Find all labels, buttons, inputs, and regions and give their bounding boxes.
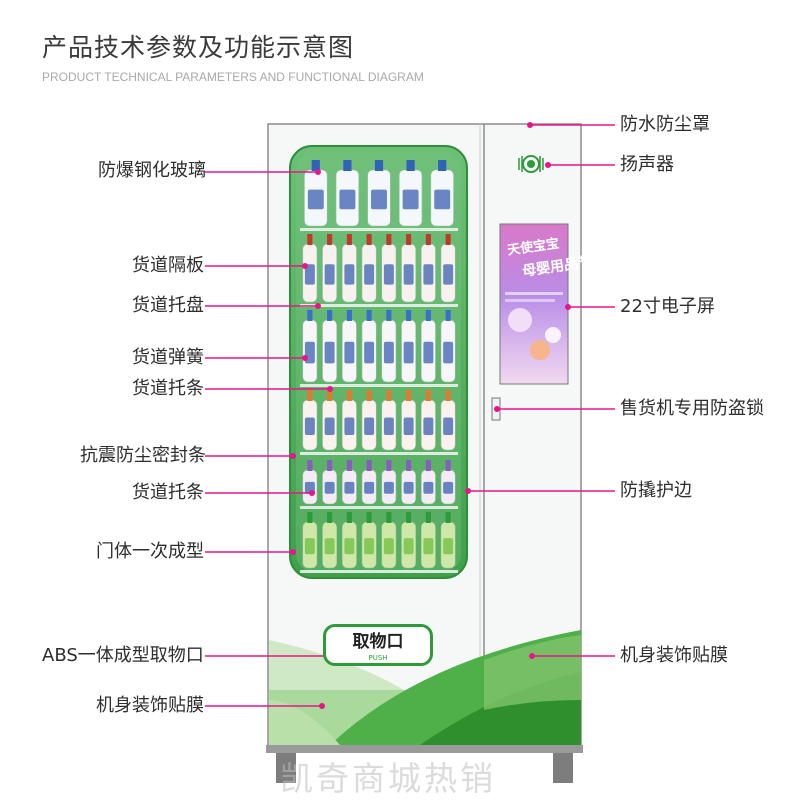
product-bottle <box>420 512 436 569</box>
product-bottle <box>302 234 318 303</box>
product-items <box>302 160 456 569</box>
leader-dot <box>527 122 533 128</box>
page-title: 产品技术参数及功能示意图 <box>42 33 355 62</box>
product-bottle <box>341 390 357 451</box>
leader-dot <box>315 303 321 309</box>
page-subtitle: PRODUCT TECHNICAL PARAMETERS AND FUNCTIO… <box>42 70 424 84</box>
glass-inner <box>296 152 461 572</box>
label-anti-theft-lock: 售货机专用防盗锁 <box>620 398 764 419</box>
label-one-piece-door: 门体一次成型 <box>96 541 204 562</box>
shelf-tray <box>300 452 458 455</box>
leader-dot <box>529 653 535 659</box>
label-speaker: 扬声器 <box>620 154 674 175</box>
pickup-port-label: 取物口 <box>352 632 404 652</box>
leader-dot <box>465 488 471 494</box>
leader-dot <box>319 703 325 709</box>
product-bottle <box>302 390 318 451</box>
product-bottle <box>322 234 338 303</box>
label-explosion-proof-glass: 防爆钢化玻璃 <box>98 160 206 181</box>
product-bottle <box>440 460 456 505</box>
leader-dot <box>302 355 308 361</box>
watermark: 凯奇商城热销 <box>280 759 496 798</box>
product-bottle <box>322 390 338 451</box>
leader-dot <box>290 549 296 555</box>
product-bottle <box>302 512 318 569</box>
pickup-port-sublabel: PUSH <box>368 654 388 662</box>
leader-lines <box>205 122 615 709</box>
product-bottle <box>420 234 436 303</box>
shelf-tray <box>300 506 458 509</box>
product-bottle <box>341 234 357 303</box>
product-bottle <box>322 512 338 569</box>
label-screen: 22寸电子屏 <box>620 296 715 317</box>
leader-dot <box>327 386 333 392</box>
label-decorative-film-right: 机身装饰贴膜 <box>620 645 728 666</box>
shelf-tray <box>300 228 458 231</box>
label-decorative-film-left: 机身装饰贴膜 <box>96 695 204 716</box>
product-bottle <box>401 460 417 505</box>
product-bottle <box>341 310 357 383</box>
label-aisle-support-strip-2: 货道托条 <box>132 482 204 503</box>
product-bottle <box>361 234 377 303</box>
product-bottle <box>440 234 456 303</box>
pickup-port: 取物口 PUSH <box>323 624 433 666</box>
label-aisle-spring: 货道弹簧 <box>132 347 204 368</box>
product-bottle <box>302 310 318 383</box>
leader-dot <box>494 406 500 412</box>
product-bottle <box>381 234 397 303</box>
product-bottle <box>381 512 397 569</box>
leader-dot <box>290 453 296 459</box>
product-bottle <box>420 310 436 383</box>
label-aisle-tray: 货道托盘 <box>132 295 204 316</box>
product-bottle <box>401 234 417 303</box>
product-bottle <box>401 310 417 383</box>
product-bottle <box>401 390 417 451</box>
leader-dot <box>302 263 308 269</box>
leader-dot <box>309 490 315 496</box>
label-aisle-divider: 货道隔板 <box>132 255 204 276</box>
product-bottle <box>381 460 397 505</box>
product-bottle <box>341 512 357 569</box>
product-bottle <box>361 460 377 505</box>
machine-base <box>266 745 583 783</box>
shelf-tray <box>300 570 458 573</box>
product-bottle <box>440 310 456 383</box>
label-aisle-support-strip: 货道托条 <box>132 378 204 399</box>
product-bottle <box>381 310 397 383</box>
product-bottle <box>322 310 338 383</box>
shelf-rows <box>300 228 458 573</box>
product-bottle <box>401 512 417 569</box>
product-bottle <box>361 310 377 383</box>
product-bottle <box>398 160 423 227</box>
product-bottle <box>381 390 397 451</box>
product-bottle <box>440 512 456 569</box>
product-bottle <box>430 160 454 227</box>
shelf-tray <box>300 304 458 307</box>
product-bottle <box>420 460 436 505</box>
shelf-tray <box>300 384 458 387</box>
product-bottle <box>361 512 377 569</box>
speaker-icon <box>518 155 544 173</box>
product-bottle <box>367 160 391 227</box>
product-bottle <box>361 390 377 451</box>
label-dust-cover: 防水防尘罩 <box>620 114 710 135</box>
leader-dot <box>545 162 551 168</box>
label-abs-pickup-port: ABS一体成型取物口 <box>42 645 204 666</box>
leader-dot <box>565 304 571 310</box>
label-anti-pry-edge: 防撬护边 <box>620 480 692 501</box>
product-bottle <box>304 160 328 227</box>
product-bottle <box>322 460 338 505</box>
product-bottle <box>341 460 357 505</box>
product-bottle <box>420 390 436 451</box>
electronic-screen <box>499 223 569 385</box>
product-bottle <box>440 390 456 451</box>
label-seal-strip: 抗震防尘密封条 <box>80 445 206 466</box>
leader-dot <box>315 169 321 175</box>
product-bottle <box>335 160 360 227</box>
